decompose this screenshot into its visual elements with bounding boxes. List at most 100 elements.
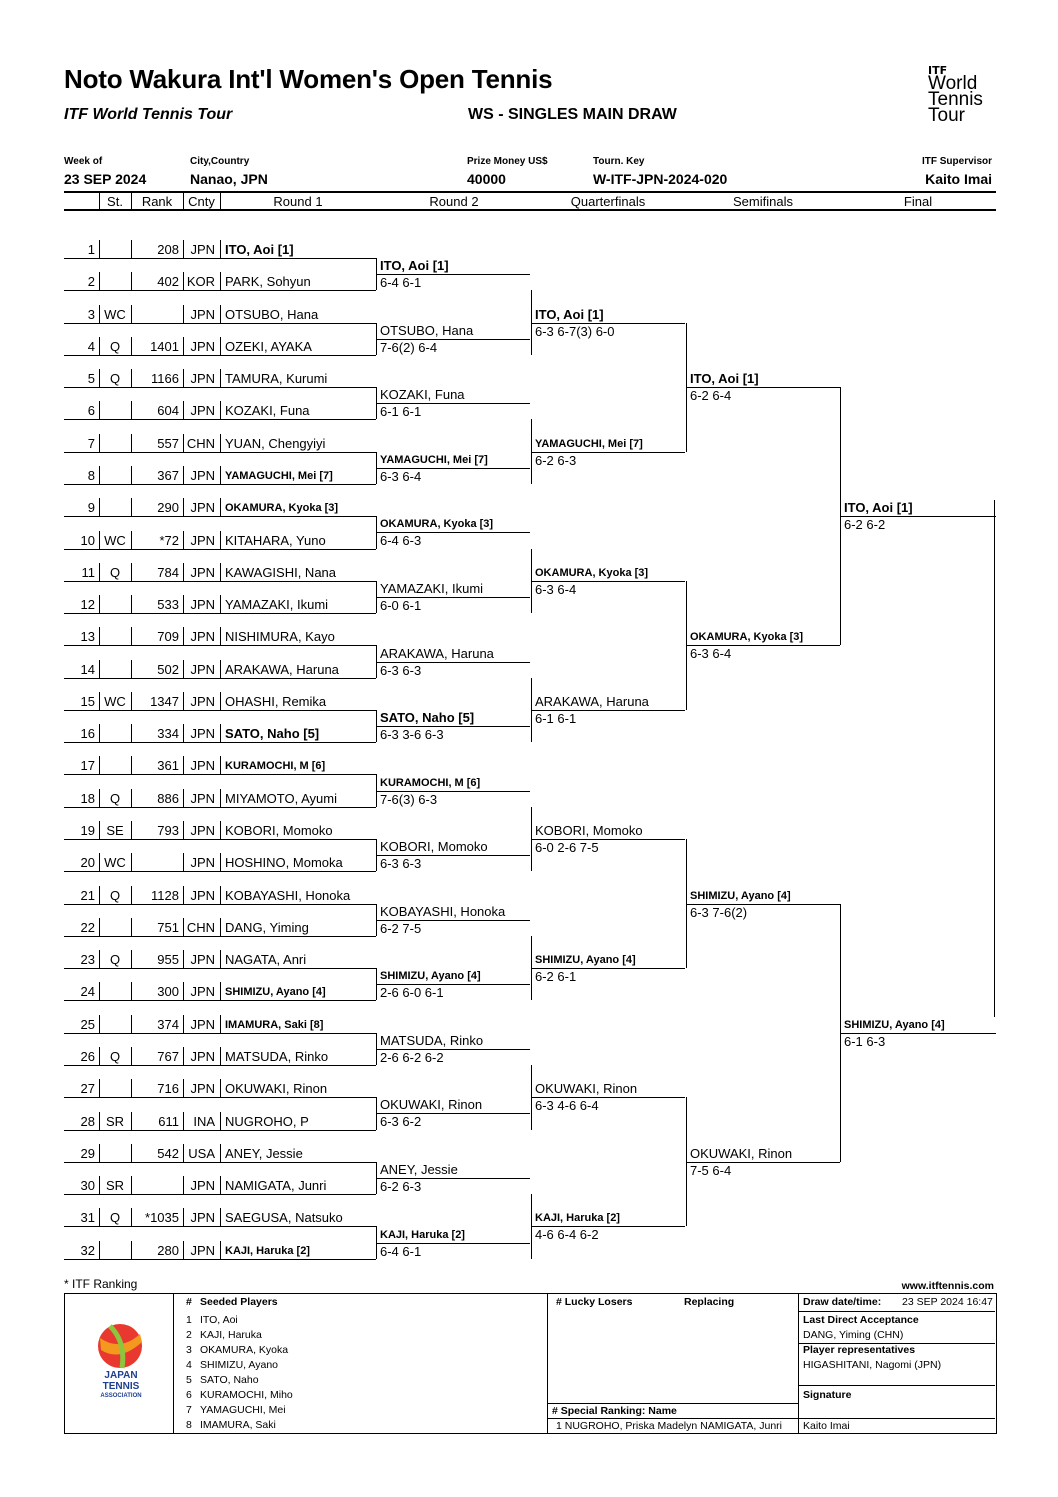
seed-name: ITO, Aoi — [200, 1314, 238, 1326]
draw-position: 30 — [80, 1178, 95, 1194]
round1-player: SATO, Naho [5] — [225, 726, 320, 742]
entry-status: Q — [109, 371, 121, 387]
round2-rule — [376, 1113, 530, 1115]
row-rule — [64, 322, 376, 324]
player-country: JPN — [190, 306, 215, 322]
header-rule — [64, 191, 996, 193]
seed-name: KAJI, Haruka — [200, 1329, 262, 1341]
round2-score: 6-4 6-1 — [380, 1243, 422, 1259]
player-country: JPN — [190, 855, 215, 871]
round2-rule — [376, 1177, 530, 1179]
player-country: JPN — [190, 984, 215, 1000]
round2-winner: YAMAGUCHI, Mei [7] — [380, 453, 488, 466]
seed-number: 2 — [186, 1329, 192, 1341]
round2-winner: OKUWAKI, Rinon — [380, 1097, 483, 1113]
bracket-connector — [376, 387, 377, 420]
player-rank: 709 — [157, 629, 179, 645]
round2-score: 6-4 6-1 — [380, 275, 422, 291]
quarterfinals-winner: KAJI, Haruka [2] — [535, 1212, 620, 1225]
quarterfinals-winner: ARAKAWA, Haruna — [535, 693, 649, 709]
quarterfinals-rule — [531, 451, 685, 453]
player-rank: *72 — [159, 532, 179, 548]
round2-score: 7-6(2) 6-4 — [380, 339, 438, 355]
bracket-connector — [686, 1097, 687, 1227]
round1-player: NAMIGATA, Junri — [225, 1178, 327, 1194]
row-rule — [64, 903, 376, 905]
entry-status: Q — [109, 564, 121, 580]
player-country: JPN — [190, 823, 215, 839]
round2-rule — [376, 855, 530, 857]
round2-winner: SATO, Naho [5] — [380, 710, 475, 726]
quarterfinals-rule — [531, 968, 685, 970]
player-country: JPN — [190, 1242, 215, 1258]
row-rule — [64, 258, 376, 259]
round2-winner: KOZAKI, Funa — [380, 387, 465, 403]
tennis-ball-icon — [98, 1324, 142, 1369]
itf-ranking-note: * ITF Ranking — [64, 1277, 138, 1291]
draw-position: 29 — [80, 1145, 95, 1161]
draw-position: 17 — [80, 758, 95, 774]
final-rule — [840, 516, 996, 518]
draw-position: 11 — [81, 564, 96, 580]
row-rule — [64, 806, 376, 808]
row-rule — [64, 1129, 376, 1131]
col-quarterfinals: Quarterfinals — [570, 194, 646, 209]
draw-position: 28 — [80, 1113, 95, 1129]
player-rank: 402 — [157, 274, 179, 290]
quarterfinals-rule — [531, 1097, 685, 1099]
week-of-value: 23 SEP 2024 — [64, 171, 147, 187]
seed-name: SATO, Naho — [200, 1374, 259, 1386]
col-final: Final — [903, 194, 933, 209]
player-country: CHN — [186, 435, 215, 451]
player-rank: 1347 — [150, 693, 179, 709]
semifinals-winner: ITO, Aoi [1] — [690, 371, 759, 387]
round2-score: 2-6 6-0 6-1 — [380, 985, 444, 1001]
col-cnty: Cnty — [188, 194, 215, 209]
bracket-connector — [531, 935, 532, 1001]
round1-player: OHASHI, Remika — [225, 693, 327, 709]
entry-status: Q — [109, 1210, 121, 1226]
bracket-connector — [531, 548, 532, 614]
col-rank: Rank — [141, 194, 173, 209]
draw-type: WS - SINGLES MAIN DRAW — [468, 106, 677, 123]
bracket-connector — [376, 580, 377, 614]
round2-winner: KURAMOCHI, M [6] — [380, 776, 481, 789]
city-value: Nanao, JPN — [190, 171, 268, 187]
bracket-connector — [531, 290, 532, 355]
round1-player: NAGATA, Anri — [225, 952, 307, 968]
round1-player: MIYAMOTO, Ayumi — [225, 790, 337, 806]
quarterfinals-rule — [531, 839, 685, 841]
quarterfinals-rule — [531, 580, 685, 582]
lucky-losers-header: # Lucky Losers — [556, 1296, 633, 1308]
player-country: JPN — [190, 726, 215, 742]
player-country: JPN — [190, 661, 215, 677]
tourn-key-value: W-ITF-JPN-2024-020 — [593, 171, 728, 187]
bracket-connector — [376, 709, 377, 743]
round2-winner: KOBAYASHI, Honoka — [380, 903, 506, 919]
tournament-title: Noto Wakura Int'l Women's Open Tennis — [64, 64, 553, 94]
quarterfinals-score: 4-6 6-4 6-2 — [535, 1227, 599, 1243]
semifinals-winner: OKAMURA, Kyoka [3] — [690, 631, 804, 644]
round1-player: NISHIMURA, Kayo — [225, 629, 335, 645]
player-country: JPN — [190, 1049, 215, 1064]
website: www.itftennis.com — [901, 1280, 994, 1292]
row-rule — [64, 1226, 376, 1228]
japan-tennis-association-logo — [92, 1320, 148, 1400]
round2-score: 6-3 6-2 — [380, 1114, 422, 1130]
seed-number: 4 — [186, 1359, 192, 1371]
quarterfinals-winner: OKUWAKI, Rinon — [535, 1081, 638, 1097]
round1-player: ANEY, Jessie — [225, 1145, 303, 1161]
entry-status: WC — [104, 693, 126, 709]
player-country: JPN — [190, 371, 215, 387]
player-rank: 502 — [157, 661, 179, 677]
player-rank: 793 — [157, 823, 179, 839]
quarterfinals-score: 6-3 4-6 6-4 — [535, 1098, 599, 1114]
row-rule — [64, 709, 376, 711]
row-rule — [64, 1065, 376, 1066]
quarterfinals-winner: SHIMIZU, Ayano [4] — [535, 954, 636, 967]
round2-rule — [376, 403, 530, 405]
player-country: JPN — [190, 1081, 215, 1097]
bracket-connector — [531, 677, 532, 743]
player-rank: 716 — [157, 1081, 179, 1097]
row-rule — [64, 935, 376, 937]
